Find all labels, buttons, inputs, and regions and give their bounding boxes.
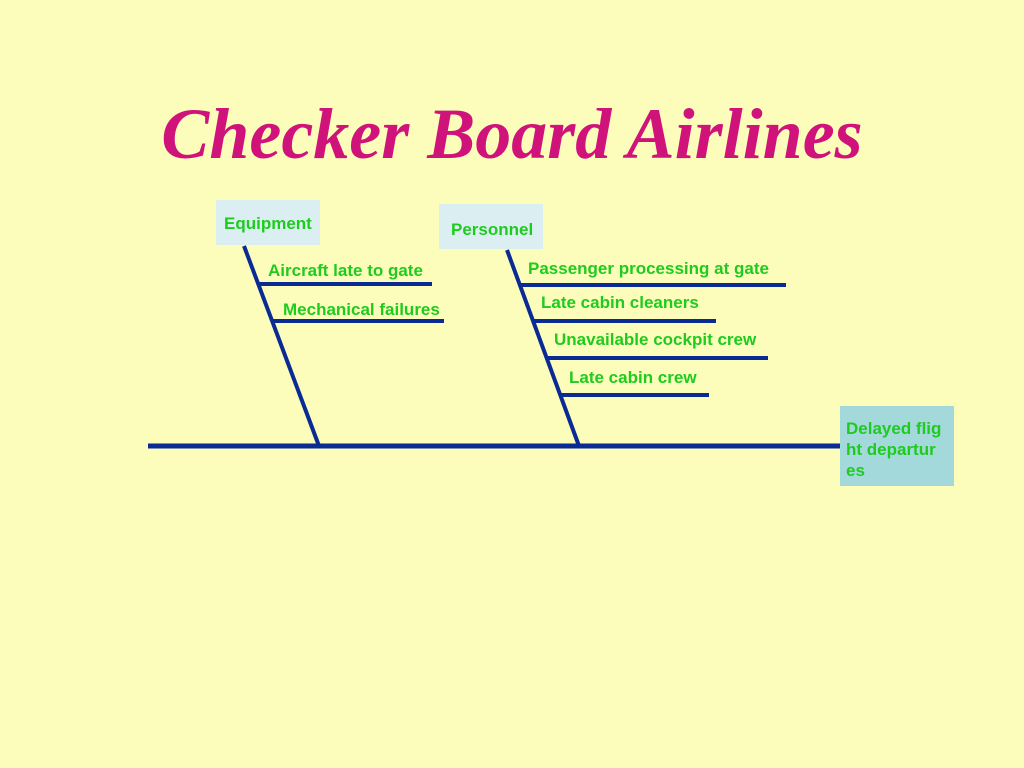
cause-passenger-processing-at-gate: Passenger processing at gate [528,259,769,278]
cause-unavailable-cockpit-crew: Unavailable cockpit crew [554,330,757,349]
effect-box [840,406,954,486]
category-personnel-label: Personnel [451,220,534,239]
equipment-bone [242,245,321,447]
personnel-bone [505,249,581,447]
page-title: Checker Board Airlines [161,94,863,174]
category-personnel: Personnel [439,204,543,249]
effect-label: Delayed flight departures [846,419,942,480]
category-equipment-label: Equipment [224,214,312,233]
cause-late-cabin-cleaners: Late cabin cleaners [541,293,699,312]
cause-late-cabin-crew: Late cabin crew [569,368,697,387]
cause-mechanical-failures: Mechanical failures [283,300,440,319]
cause-aircraft-late-to-gate: Aircraft late to gate [268,261,423,280]
category-equipment: Equipment [216,200,320,245]
